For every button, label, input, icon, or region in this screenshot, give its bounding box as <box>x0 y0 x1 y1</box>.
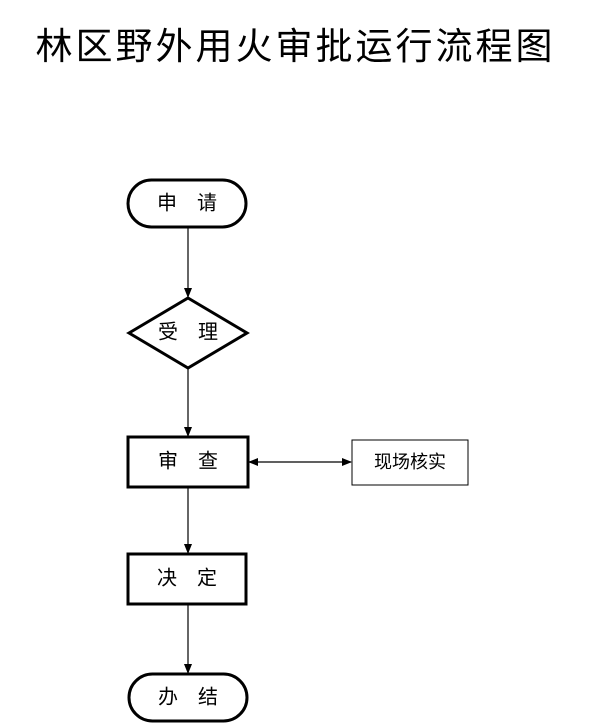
node-decide-label: 决 定 <box>157 566 217 590</box>
node-decide: 决 定 <box>126 552 248 606</box>
node-complete: 办 结 <box>127 672 249 723</box>
node-accept: 受 理 <box>126 296 250 370</box>
node-onsite: 现场核实 <box>351 439 469 486</box>
page-title: 林区野外用火审批运行流程图 <box>35 25 556 68</box>
node-accept-label: 受 理 <box>158 320 218 344</box>
node-review: 审 查 <box>126 435 250 489</box>
node-apply: 申 请 <box>126 178 248 229</box>
node-onsite-label: 现场核实 <box>374 452 446 473</box>
node-review-label: 审 查 <box>158 449 218 473</box>
node-complete-label: 办 结 <box>158 685 218 709</box>
node-apply-label: 申 请 <box>157 191 217 215</box>
